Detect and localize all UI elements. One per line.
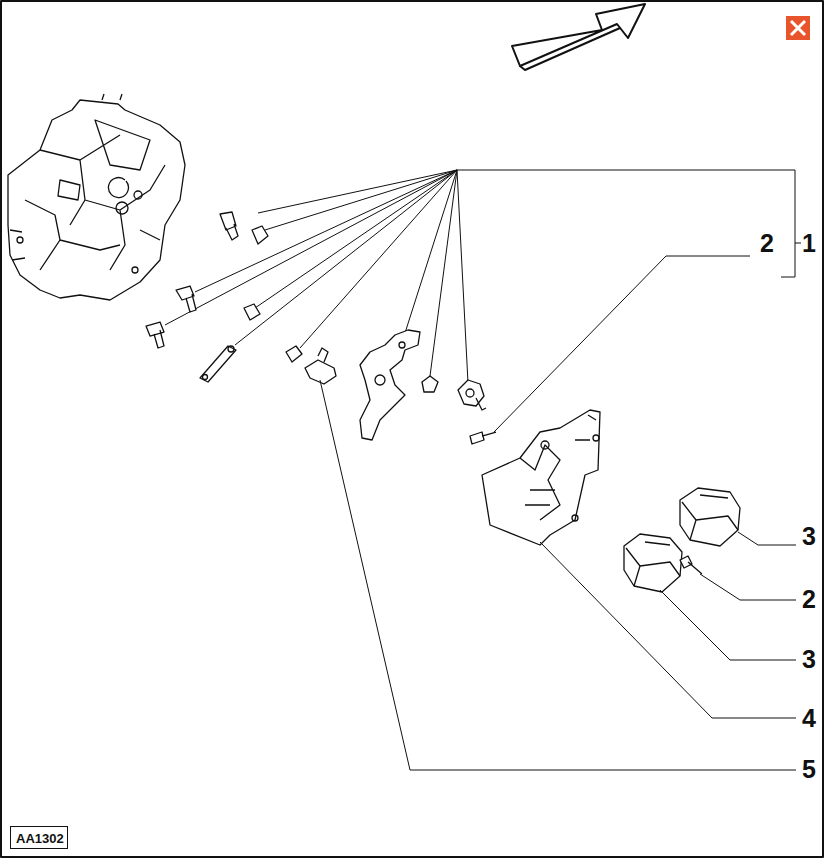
callout-number: 4	[802, 706, 816, 731]
callout-number: 3	[802, 524, 816, 549]
callout-number: 2	[760, 231, 774, 256]
callout-number: 5	[802, 757, 816, 782]
figure-code: AA1302	[16, 831, 67, 846]
callout-number: 3	[802, 647, 816, 672]
figure-code-box: AA1302	[10, 826, 68, 849]
callout-number: 2	[802, 587, 816, 612]
callout-number: 1	[802, 231, 816, 256]
